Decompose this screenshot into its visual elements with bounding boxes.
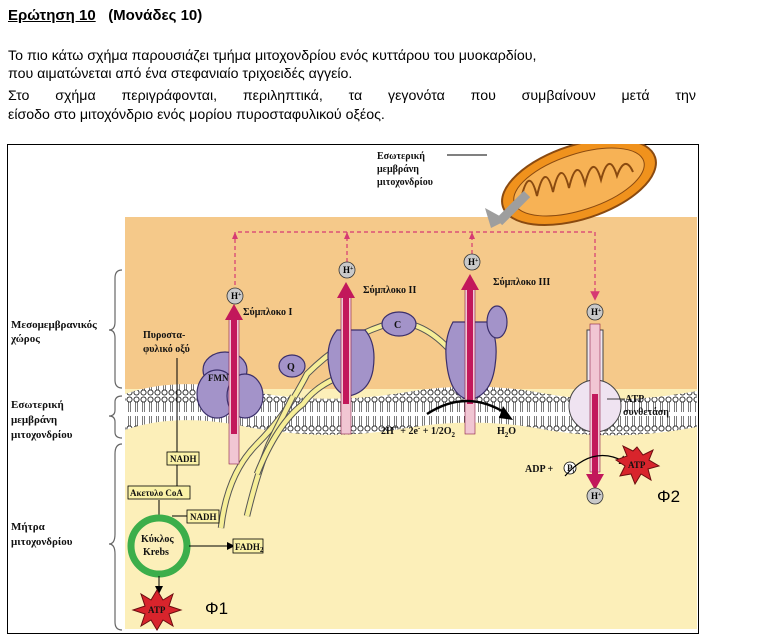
zoom-arrowhead-icon — [485, 208, 507, 228]
zoom-arrow-icon — [495, 190, 531, 226]
complex-3-label: Σύμπλοκο III — [493, 277, 550, 288]
intro-line-2: που αιματώνεται από ένα στεφανιαίο τριχο… — [8, 66, 353, 82]
krebs-label-2: Krebs — [143, 547, 169, 558]
nadh-label-2: NADH — [190, 512, 217, 522]
water-curve-arrow — [426, 399, 508, 416]
atp-label-2: ATP — [628, 460, 646, 470]
mitochondrion-diagram: Μεσομεμβρανικός χώρος Εσωτερική μεμβράνη… — [7, 144, 699, 634]
q-label: Q — [287, 362, 295, 373]
label-membrane-3: μιτοχονδρίου — [11, 429, 73, 441]
h-plus-markers — [226, 253, 604, 505]
nadh-box-1 — [166, 451, 200, 466]
callout-membrane-1: Εσωτερική — [377, 150, 425, 162]
acetyl-coa-label: Ακετυλο CoA — [130, 488, 183, 498]
atp-label-1: ATP — [148, 605, 166, 615]
question-number: Ερώτηση 10 — [8, 7, 96, 24]
atp-synthase-label-1: ATP — [625, 394, 644, 405]
complex-2-label: Σύμπλοκο II — [363, 285, 416, 296]
intro-line-1: Το πιο κάτω σχήμα παρουσιάζει τμήμα μιτο… — [8, 48, 537, 64]
water-reaction: 2H+ + 2e- + 1/2O2 — [381, 424, 456, 439]
adp-pi-label: ADP + — [525, 464, 554, 475]
complex-1-label: Σύμπλοκο I — [243, 307, 293, 318]
h-plus-5: H+ — [591, 491, 602, 501]
proton-pump-arrows — [225, 274, 604, 490]
label-matrix-1: Μήτρα — [11, 521, 46, 533]
label-intermembrane-1: Μεσομεμβρανικός — [11, 319, 97, 331]
h-plus-1: H+ — [231, 291, 242, 301]
phi-1-label: Φ1 — [205, 599, 228, 618]
pyruvate-label-1: Πυροστα- — [143, 330, 185, 341]
label-intermembrane-2: χώρος — [10, 333, 40, 345]
atp-burst-1 — [131, 589, 183, 631]
ubiquinone-q — [278, 354, 306, 378]
h-plus-4: H+ — [591, 307, 602, 317]
label-membrane-1: Εσωτερική — [11, 399, 64, 411]
question-heading: Ερώτηση 10 (Μονάδες 10) — [8, 7, 202, 24]
callout-membrane-3: μιτοχονδρίου — [377, 177, 433, 188]
h-plus-2: H+ — [343, 265, 354, 275]
proton-flow-path — [234, 231, 600, 301]
c-label: C — [394, 320, 401, 331]
krebs-cycle-ring — [127, 514, 191, 578]
acetyl-coa-box — [127, 485, 191, 500]
fmn-label: FMN — [208, 373, 229, 383]
brace-membrane — [108, 395, 123, 439]
label-matrix-2: μιτοχονδρίου — [11, 536, 73, 548]
label-membrane-2: μεμβράνη — [11, 414, 57, 426]
electron-path-q — [254, 371, 348, 475]
brace-matrix — [108, 443, 123, 631]
krebs-label-1: Κύκλος — [141, 534, 174, 545]
callout-membrane-2: μεμβράνη — [377, 164, 419, 175]
inner-membrane — [125, 384, 697, 436]
atp-synthase-label-2: συνθετάση — [623, 407, 669, 418]
intro-line-3: Στο σχήμα περιγράφονται, περιληπτικά, τα… — [8, 88, 696, 104]
pyruvate-label-2: φυλικό οξύ — [143, 344, 190, 355]
atp-burst-2 — [614, 444, 661, 486]
water-product: H2O — [497, 426, 516, 439]
brace-intermembrane — [108, 269, 123, 389]
cytochrome-c — [381, 311, 417, 337]
fadh2-box — [232, 538, 264, 554]
question-points: (Μονάδες 10) — [108, 7, 203, 24]
phi-2-label: Φ2 — [657, 487, 680, 506]
pi-circle — [563, 461, 577, 475]
fadh2-label: FADH2 — [235, 542, 264, 554]
pi-label: Pi — [567, 463, 575, 475]
mitochondrion-icon — [501, 144, 657, 227]
h-plus-3: H+ — [468, 257, 479, 267]
intro-line-4: είσοδο στο μιτοχόνδριο ενός μορίου πυροσ… — [8, 107, 385, 123]
nadh-label-1: NADH — [170, 454, 197, 464]
